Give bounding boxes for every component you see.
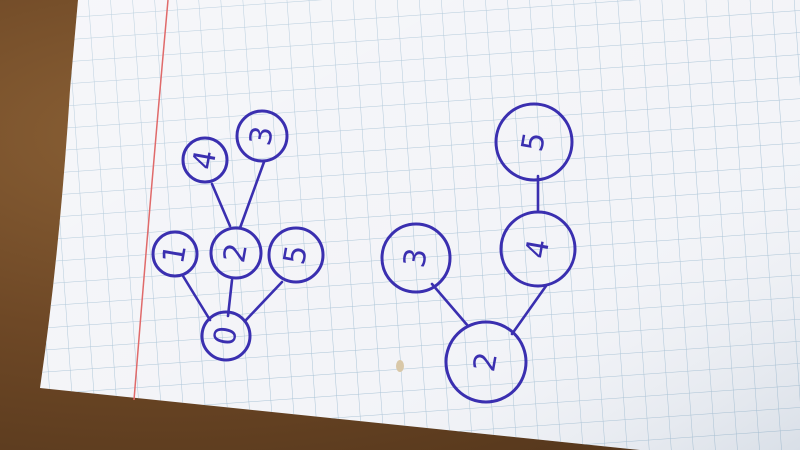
node-label: 3 <box>397 246 435 271</box>
node-label: 2 <box>217 241 255 266</box>
node-label: 4 <box>519 237 557 262</box>
tree-node: 2 <box>209 226 263 280</box>
margin-line <box>133 0 169 401</box>
edge-0-2 <box>226 278 234 318</box>
node-label: 0 <box>207 324 245 349</box>
edge-2-3 <box>238 160 266 230</box>
edge-2-3 <box>430 282 470 328</box>
tree-node: 1 <box>151 230 199 278</box>
tree-node: 4 <box>499 210 577 288</box>
tree-node: 4 <box>181 136 229 184</box>
edge-0-5 <box>244 280 284 322</box>
right-tree: 2 3 4 5 <box>380 102 577 404</box>
left-tree: 0 1 2 5 4 3 <box>151 109 325 362</box>
edge-0-1 <box>181 274 212 322</box>
table-speck <box>396 360 404 372</box>
edge-2-4 <box>210 182 232 228</box>
node-label: 4 <box>186 148 224 173</box>
node-label: 2 <box>467 350 505 375</box>
tree-node: 3 <box>235 109 289 163</box>
node-label: 5 <box>515 130 553 155</box>
tree-node: 5 <box>494 102 574 182</box>
tree-node: 0 <box>200 310 252 362</box>
tree-node: 2 <box>444 320 528 404</box>
tree-node: 3 <box>380 222 452 294</box>
edge-2-4 <box>510 284 548 336</box>
tree-node: 5 <box>267 226 325 284</box>
node-label: 3 <box>243 124 281 149</box>
node-label: 5 <box>277 243 315 268</box>
node-label: 1 <box>156 242 194 267</box>
